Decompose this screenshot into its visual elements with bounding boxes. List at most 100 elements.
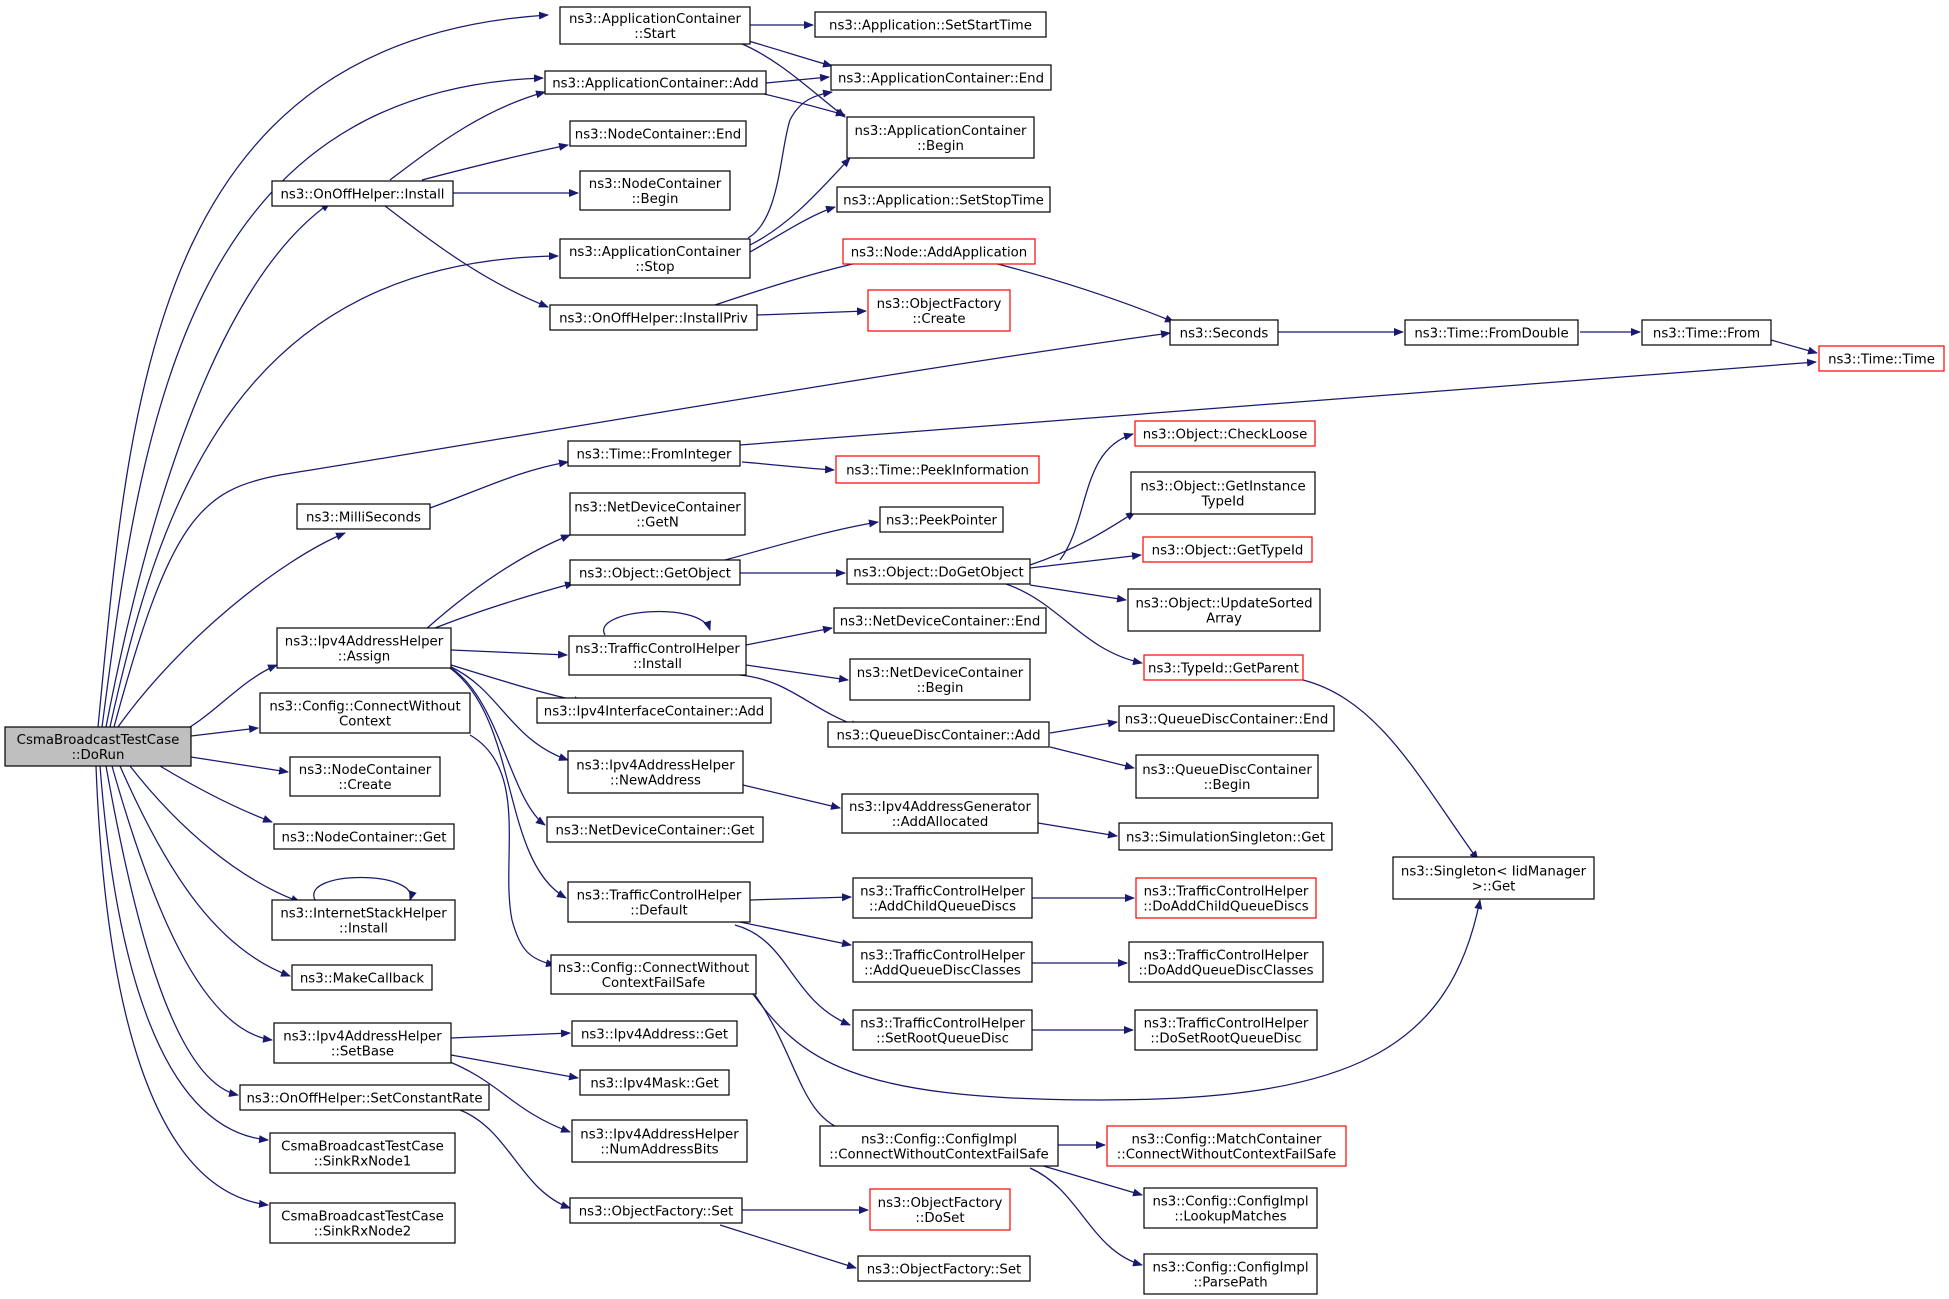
- node-obj-do-get-object[interactable]: ns3::Object::DoGetObject: [846, 558, 1031, 585]
- node-tch-set-root-qd[interactable]: ns3::TrafficControlHelper::SetRootQueueD…: [852, 1009, 1033, 1051]
- node-node-add-app[interactable]: ns3::Node::AddApplication: [842, 238, 1036, 265]
- node-ipv4-set-base[interactable]: ns3::Ipv4AddressHelper::SetBase: [273, 1022, 452, 1064]
- node-box: [1143, 1187, 1318, 1229]
- node-obj-factory-set[interactable]: ns3::ObjectFactory::Set: [569, 1197, 743, 1224]
- node-ndc-get-n[interactable]: ns3::NetDeviceContainer::GetN: [569, 492, 746, 536]
- node-ipv4-if-cont-add[interactable]: ns3::Ipv4InterfaceContainer::Add: [536, 697, 772, 724]
- node-app-end[interactable]: ns3::ApplicationContainer::End: [830, 64, 1052, 91]
- node-box: [852, 941, 1033, 983]
- node-box: [1169, 319, 1279, 346]
- node-seconds[interactable]: ns3::Seconds: [1169, 319, 1279, 346]
- node-node-cont-create[interactable]: ns3::NodeContainer::Create: [289, 756, 441, 797]
- node-ipv4-addr-gen-add-alloc[interactable]: ns3::Ipv4AddressGenerator::AddAllocated: [841, 793, 1039, 834]
- node-qdc-add[interactable]: ns3::QueueDiscContainer::Add: [827, 721, 1050, 748]
- node-milli-seconds[interactable]: ns3::MilliSeconds: [296, 503, 431, 530]
- node-obj-fact-create[interactable]: ns3::ObjectFactory::Create: [867, 289, 1011, 332]
- node-label: ns3::Config::ConnectWithout: [558, 961, 749, 976]
- node-app-start[interactable]: ns3::ApplicationContainer::Start: [559, 6, 751, 45]
- node-tch-do-add-child-qd[interactable]: ns3::TrafficControlHelper::DoAddChildQue…: [1135, 877, 1317, 919]
- node-internet-stack-install[interactable]: ns3::InternetStackHelper::Install: [271, 899, 456, 941]
- node-obj-get-type-id[interactable]: ns3::Object::GetTypeId: [1142, 536, 1313, 563]
- edge-qdcAdd-qdcBegin: [1049, 746, 1135, 770]
- node-label: ns3::TrafficControlHelper: [575, 642, 740, 657]
- node-obj-factory-do-set[interactable]: ns3::ObjectFactory::DoSet: [869, 1188, 1011, 1231]
- edge-installPriv-objFactCreate: [756, 307, 867, 316]
- edge-doGetObject-getParent: [999, 581, 1143, 666]
- node-ndc-begin[interactable]: ns3::NetDeviceContainer::Begin: [849, 658, 1031, 701]
- node-obj-factory-set2[interactable]: ns3::ObjectFactory::Set: [857, 1255, 1031, 1282]
- node-box: [273, 1022, 452, 1064]
- node-ndc-get[interactable]: ns3::NetDeviceContainer::Get: [546, 816, 764, 843]
- node-label: ns3::InternetStackHelper: [280, 907, 447, 922]
- node-tch-add-child-qd[interactable]: ns3::TrafficControlHelper::AddChildQueue…: [852, 877, 1033, 919]
- node-label: ::Begin: [917, 139, 964, 154]
- edge-timeFromInteger-timePeekInfo: [741, 461, 835, 474]
- node-qdc-begin[interactable]: ns3::QueueDiscContainer::Begin: [1135, 754, 1319, 799]
- node-app-add[interactable]: ns3::ApplicationContainer::Add: [544, 70, 767, 95]
- node-type-id-get-parent[interactable]: ns3::TypeId::GetParent: [1143, 654, 1304, 681]
- node-qdc-end[interactable]: ns3::QueueDiscContainer::End: [1118, 705, 1335, 732]
- node-ipv4-address-get[interactable]: ns3::Ipv4Address::Get: [571, 1020, 738, 1047]
- node-make-callback[interactable]: ns3::MakeCallback: [291, 964, 433, 991]
- node-time-peek-info[interactable]: ns3::Time::PeekInformation: [835, 455, 1040, 484]
- node-ipv4-assign-helper[interactable]: ns3::Ipv4AddressHelper::Assign: [276, 627, 452, 669]
- node-cfg-impl-parse-path[interactable]: ns3::Config::ConfigImpl::ParsePath: [1143, 1253, 1318, 1295]
- node-app-stop[interactable]: ns3::ApplicationContainer::Stop: [559, 238, 751, 279]
- node-ipv4-mask-get[interactable]: ns3::Ipv4Mask::Get: [579, 1069, 730, 1096]
- node-box: [567, 440, 741, 467]
- node-sink-rx-node2[interactable]: CsmaBroadcastTestCase::SinkRxNode2: [269, 1202, 456, 1244]
- edge-cwc-cwcFailSafe: [469, 734, 556, 968]
- node-ipv4-num-addr-bits[interactable]: ns3::Ipv4AddressHelper::NumAddressBits: [571, 1119, 748, 1163]
- node-cfg-impl-conn-wcfs[interactable]: ns3::Config::ConfigImpl::ConnectWithoutC…: [819, 1125, 1059, 1167]
- node-cfg-impl-lookup-matches[interactable]: ns3::Config::ConfigImpl::LookupMatches: [1143, 1187, 1318, 1229]
- node-label: ns3::Time::FromInteger: [576, 448, 732, 463]
- edge-addAllocated-simSingletonGet: [1037, 822, 1118, 839]
- node-onoff-set-const-rate[interactable]: ns3::OnOffHelper::SetConstantRate: [239, 1084, 490, 1111]
- node-time-from-integer[interactable]: ns3::Time::FromInteger: [567, 440, 741, 467]
- node-label: ns3::Config::ConfigImpl: [861, 1133, 1017, 1148]
- node-cfg-conn-wcfail-safe[interactable]: ns3::Config::ConnectWithoutContextFailSa…: [550, 954, 757, 995]
- node-root[interactable]: CsmaBroadcastTestCase::DoRun: [4, 726, 192, 767]
- edge-onoffInstall-appAdd: [389, 90, 546, 181]
- node-node-cont-get[interactable]: ns3::NodeContainer::Get: [273, 823, 455, 850]
- node-singleton-get[interactable]: ns3::Singleton< IidManager>::Get: [1392, 856, 1595, 900]
- node-label: ns3::ApplicationContainer: [569, 245, 742, 260]
- edge-assign-ndcGet: [450, 667, 546, 826]
- node-label: ns3::ObjectFactory: [877, 297, 1002, 312]
- node-label: ns3::Object::GetInstance: [1140, 480, 1305, 495]
- edge-assign-ipv4IfContAdd: [450, 664, 584, 705]
- edge-root-appAdd: [101, 74, 544, 728]
- edge-getObject-peekPointer: [724, 519, 879, 561]
- node-cfg-connect-without-context[interactable]: ns3::Config::ConnectWithoutContext: [259, 692, 471, 734]
- node-tch-default[interactable]: ns3::TrafficControlHelper::Default: [567, 881, 751, 923]
- node-time-from[interactable]: ns3::Time::From: [1641, 319, 1772, 346]
- node-label: ns3::QueueDiscContainer::End: [1125, 713, 1329, 728]
- node-app-set-stop[interactable]: ns3::Application::SetStopTime: [836, 186, 1051, 213]
- node-box: [867, 289, 1011, 332]
- node-node-cont-begin[interactable]: ns3::NodeContainer::Begin: [579, 170, 731, 211]
- node-onoff-install-priv[interactable]: ns3::OnOffHelper::InstallPriv: [549, 304, 758, 331]
- node-label: ns3::TrafficControlHelper: [1144, 949, 1309, 964]
- node-time-time[interactable]: ns3::Time::Time: [1818, 345, 1945, 372]
- node-app-begin[interactable]: ns3::ApplicationContainer::Begin: [846, 116, 1035, 159]
- node-sim-singleton-get[interactable]: ns3::SimulationSingleton::Get: [1118, 822, 1333, 851]
- node-box: [1818, 345, 1945, 372]
- node-app-set-start[interactable]: ns3::Application::SetStartTime: [814, 11, 1047, 38]
- node-ipv4-new-address[interactable]: ns3::Ipv4AddressHelper::NewAddress: [567, 750, 744, 794]
- node-cfg-match-container-cwcfs[interactable]: ns3::Config::MatchContainer::ConnectWith…: [1106, 1125, 1347, 1167]
- node-node-cont-end[interactable]: ns3::NodeContainer::End: [569, 120, 747, 147]
- node-obj-check-loose[interactable]: ns3::Object::CheckLoose: [1134, 420, 1316, 447]
- node-tch-do-add-qdclasses[interactable]: ns3::TrafficControlHelper::DoAddQueueDis…: [1128, 941, 1324, 983]
- node-tch-do-set-root-qd[interactable]: ns3::TrafficControlHelper::DoSetRootQueu…: [1134, 1009, 1318, 1051]
- node-tch-install[interactable]: ns3::TrafficControlHelper::Install: [568, 635, 747, 676]
- node-box: [559, 6, 751, 45]
- node-sink-rx-node1[interactable]: CsmaBroadcastTestCase::SinkRxNode1: [269, 1132, 456, 1174]
- node-obj-get-object[interactable]: ns3::Object::GetObject: [569, 559, 741, 586]
- node-time-from-double[interactable]: ns3::Time::FromDouble: [1404, 319, 1579, 346]
- node-tch-add-qdclasses[interactable]: ns3::TrafficControlHelper::AddQueueDiscC…: [852, 941, 1033, 983]
- node-onoff-install[interactable]: ns3::OnOffHelper::Install: [271, 180, 454, 207]
- node-peek-pointer[interactable]: ns3::PeekPointer: [879, 506, 1004, 533]
- node-ndc-end[interactable]: ns3::NetDeviceContainer::End: [833, 607, 1047, 634]
